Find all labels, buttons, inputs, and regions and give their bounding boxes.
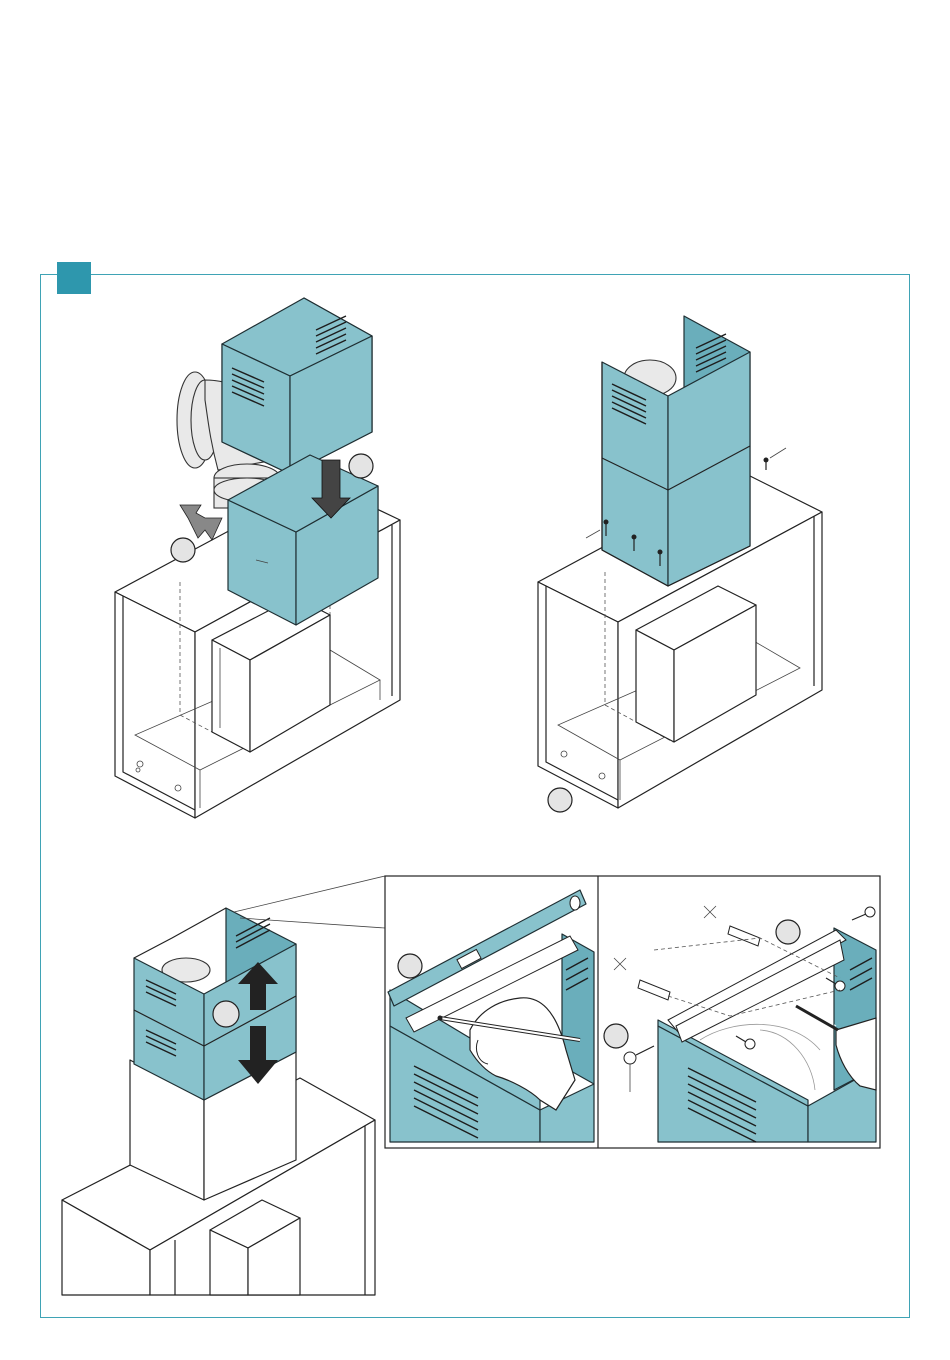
callout-circle <box>398 954 422 978</box>
upper-chimney-section <box>222 298 372 474</box>
callout-circle <box>349 454 373 478</box>
callout-circle <box>548 788 572 812</box>
callout-circle <box>213 1001 239 1027</box>
panel-fit-lower-chimney <box>115 298 400 818</box>
callout-circle <box>604 1024 628 1048</box>
callout-circle <box>171 538 195 562</box>
leader-line <box>234 876 385 912</box>
panel-fix-chimney-screws <box>538 316 822 812</box>
panel-adjust-chimney-height <box>62 876 385 1295</box>
callout-circle <box>776 920 800 944</box>
chimney-assembled <box>602 316 750 586</box>
arrow-left-icon <box>180 505 222 540</box>
